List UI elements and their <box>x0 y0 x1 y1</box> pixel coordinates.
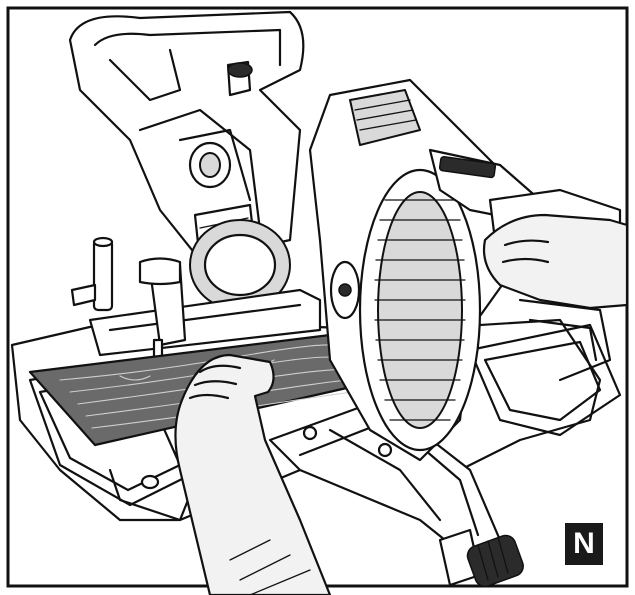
bevel-scale <box>189 203 291 311</box>
saw-column <box>68 10 305 262</box>
step-label-badge: N <box>565 523 603 565</box>
right-hand <box>482 213 629 310</box>
fence-clamp <box>70 236 322 381</box>
support-legs <box>518 298 612 382</box>
left-hand <box>174 353 332 595</box>
miter-lock-knob <box>438 528 524 588</box>
